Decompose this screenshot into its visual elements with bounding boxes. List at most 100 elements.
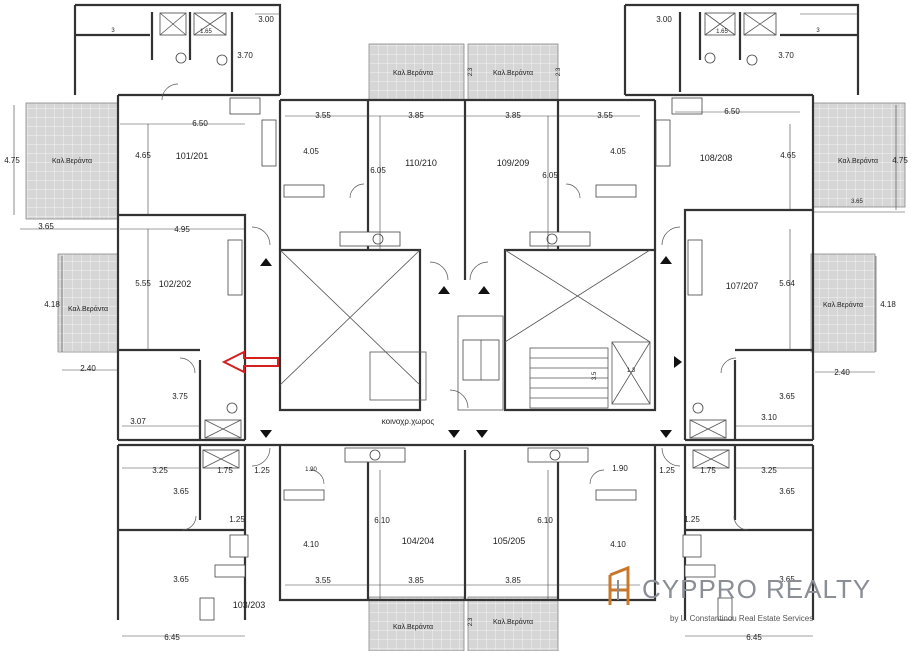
dimension-label: 3.65	[779, 487, 795, 496]
veranda-label: Καλ.Βεράντα	[393, 623, 433, 631]
entrance-marker	[660, 430, 672, 438]
fixtures	[159, 12, 777, 621]
dimension-label: 3.65	[851, 199, 863, 205]
walls	[73, 3, 860, 620]
dimension-label: 4.10	[610, 540, 626, 549]
veranda-label: Καλ.Βεράντα	[393, 69, 433, 77]
veranda-label: Καλ.Βεράντα	[838, 157, 878, 165]
dimension-label: 3.25	[152, 466, 168, 475]
unit-labels: 101/201 102/202 103/203 104/204 105/205 …	[159, 151, 759, 610]
unit-label-105: 105/205	[493, 536, 526, 546]
logo-name: CYPPRO REALTY	[642, 574, 871, 604]
veranda-bottom-right	[467, 596, 559, 651]
dimension-label: 6.50	[724, 107, 740, 116]
unit-label-108: 108/208	[700, 153, 733, 163]
dimension-label: 3	[111, 28, 115, 34]
veranda-top-left	[368, 43, 465, 101]
dimension-label: 3.85	[408, 111, 424, 120]
dimension-label: 3.65	[173, 575, 189, 584]
dimension-label: 1.25	[659, 466, 675, 475]
dimension-label: 4.65	[780, 151, 796, 160]
dimension-label: 1.25	[229, 515, 245, 524]
dimension-label: 3.65	[779, 392, 795, 401]
dimension-label: 4.18	[880, 300, 896, 309]
dimension-label: 3.00	[258, 15, 274, 24]
red-arrow-icon	[221, 350, 279, 374]
veranda-right-middle	[810, 253, 876, 353]
dimension-label: 4.95	[174, 225, 190, 234]
dimension-label: 1.75	[217, 466, 233, 475]
dimension-label: 6.05	[542, 171, 558, 180]
entrance-marker	[260, 258, 272, 266]
veranda-label: Καλ.Βεράντα	[493, 69, 533, 77]
dimension-label: 1.90	[305, 467, 317, 473]
dimension-label: 3.85	[408, 576, 424, 585]
unit-label-102: 102/202	[159, 279, 192, 289]
brand-logo: CYPPRO REALTY by L. Constantinou Real Es…	[608, 565, 871, 623]
dimension-label: 3.70	[778, 51, 794, 60]
unit-label-107: 107/207	[726, 281, 759, 291]
dimension-label: 3.70	[237, 51, 253, 60]
unit-label-104: 104/204	[402, 536, 435, 546]
dimension-label: 2.3	[468, 67, 474, 76]
dimension-label: 4.18	[44, 300, 60, 309]
verandas: Καλ.Βεράντα Καλ.Βεράντα Καλ.Βεράντα Καλ.…	[25, 43, 906, 651]
dimension-label: 2.40	[834, 368, 850, 377]
dimension-label: 2.3	[556, 67, 562, 76]
dimension-label: 1.25	[684, 515, 700, 524]
unit-label-103: 103/203	[233, 600, 266, 610]
dimension-label: 1.25	[254, 466, 270, 475]
entrance-marker	[438, 286, 450, 294]
dimension-label: 6.05	[370, 166, 386, 175]
dimension-label: 6.45	[164, 633, 180, 642]
arrow-annotation	[221, 350, 279, 374]
entrance-marker	[674, 356, 682, 368]
entrance-marker	[478, 286, 490, 294]
dimension-label: 4.75	[892, 156, 908, 165]
dimension-label: 3.55	[315, 111, 331, 120]
dimension-label: 3.55	[597, 111, 613, 120]
dimension-label: 2.3	[468, 617, 474, 626]
veranda-bottom-left	[368, 596, 465, 651]
dimension-lines	[13, 13, 905, 637]
entrance-marker	[476, 430, 488, 438]
dimension-label: 4.05	[610, 147, 626, 156]
dimension-label: 3.65	[779, 575, 795, 584]
dimension-label: 4.10	[303, 540, 319, 549]
dimension-labels: 3.00 3.00 3.70 3.70 1.65 1.65 3 3 6.50 6…	[4, 15, 908, 642]
unit-label-101: 101/201	[176, 151, 209, 161]
dimension-label: 3.00	[656, 15, 672, 24]
common-area-label: κοινοχρ.χωρος	[382, 417, 435, 426]
veranda-right-upper	[812, 102, 906, 208]
veranda-left-upper	[25, 102, 119, 220]
entrance-marker	[260, 430, 272, 438]
veranda-label: Καλ.Βεράντα	[493, 618, 533, 626]
dimension-label: 1.65	[716, 29, 728, 35]
veranda-label: Καλ.Βεράντα	[52, 157, 92, 165]
dimension-label: 5.64	[779, 279, 795, 288]
entrance-marker	[448, 430, 460, 438]
dimension-label: 1.75	[700, 466, 716, 475]
logo-mark	[608, 565, 630, 605]
dimension-label: 3.85	[505, 576, 521, 585]
dimension-label: 3.55	[315, 576, 331, 585]
veranda-label: Καλ.Βεράντα	[823, 301, 863, 309]
dimension-label: 3.65	[38, 222, 54, 231]
dimension-label: 3.85	[505, 111, 521, 120]
dimension-label: 3	[816, 28, 820, 34]
dimension-label: 6.45	[746, 633, 762, 642]
logo-tagline: by L. Constantinou Real Estate Services	[670, 614, 813, 623]
dimension-label: 2.40	[80, 364, 96, 373]
dimension-label: 3.65	[173, 487, 189, 496]
dimension-label: 4.65	[135, 151, 151, 160]
entrance-marker	[660, 256, 672, 264]
dimension-label: 3.07	[130, 417, 146, 426]
dimension-label: 4.75	[4, 156, 20, 165]
dimension-label: 1.90	[612, 464, 628, 473]
dimension-label: 1.3	[627, 368, 636, 374]
dimension-label: 1.65	[200, 29, 212, 35]
dimension-label: 6.10	[374, 516, 390, 525]
veranda-label: Καλ.Βεράντα	[68, 305, 108, 313]
dimension-label: 4.05	[303, 147, 319, 156]
